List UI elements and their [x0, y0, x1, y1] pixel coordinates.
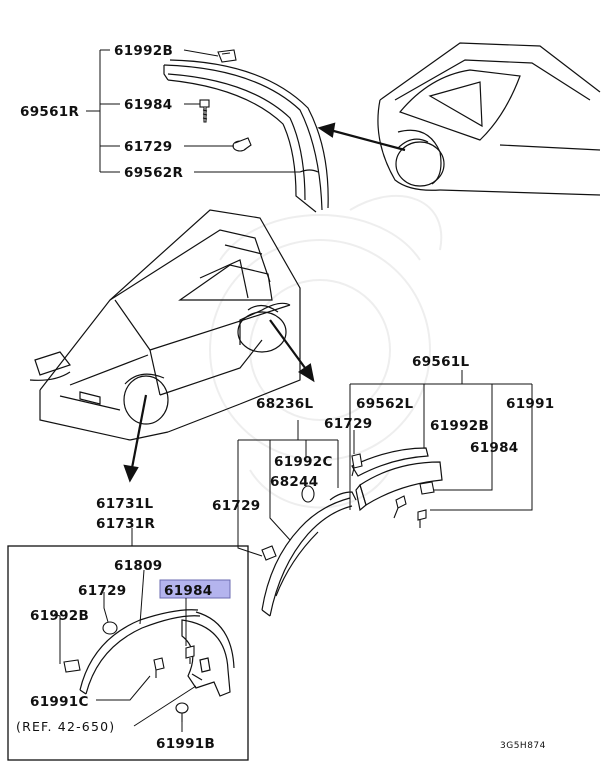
- flare-68236L: [261, 491, 357, 617]
- arrow-car-to-left-flare: [269, 319, 315, 383]
- label-61992B-box: 61992B: [30, 608, 89, 624]
- small-parts-mid: [261, 453, 435, 561]
- label-61984-mid: 61984: [470, 440, 518, 456]
- arrow-car-to-mudguard: [123, 394, 148, 483]
- highlight-61984: [159, 579, 231, 599]
- label-69562R: 69562R: [124, 165, 183, 181]
- label-61992B-mid: 61992B: [430, 418, 489, 434]
- mudguard-assembly: [79, 609, 235, 697]
- rear-vehicle-corner-view: [377, 42, 601, 196]
- diagram-code: 3G5H874: [500, 741, 546, 751]
- detail-box: [7, 545, 249, 761]
- clip-61729-top: [232, 137, 252, 152]
- clip-61992B-top: [217, 49, 237, 63]
- label-69562L: 69562L: [356, 396, 413, 412]
- label-61984-top: 61984: [124, 97, 172, 113]
- label-61729-mid: 61729: [324, 416, 372, 432]
- leader-lines-box: [53, 528, 197, 732]
- small-parts-box: [63, 621, 195, 722]
- flare-69561R: [163, 59, 329, 213]
- arrow-rear-to-flare: [317, 122, 406, 152]
- flare-69562L: [351, 447, 443, 512]
- label-61992B-top: 61992B: [114, 43, 173, 59]
- leader-lines-top: [86, 49, 300, 173]
- label-61729-top: 61729: [124, 139, 172, 155]
- label-61731L: 61731L: [96, 496, 153, 512]
- leader-lines-mid: [237, 370, 533, 557]
- label-68244: 68244: [270, 474, 318, 490]
- label-61731R: 61731R: [96, 516, 155, 532]
- label-61809: 61809: [114, 558, 162, 574]
- label-68236L: 68236L: [256, 396, 313, 412]
- label-61991B: 61991B: [156, 736, 215, 752]
- screw-61984-top: [199, 99, 210, 123]
- label-61991: 61991: [506, 396, 554, 412]
- label-61984-box: 61984: [164, 583, 212, 599]
- label-61729-box: 61729: [78, 583, 126, 599]
- label-61729-mid2: 61729: [212, 498, 260, 514]
- label-69561L: 69561L: [412, 354, 469, 370]
- label-ref-42-650: (REF. 42-650): [16, 719, 115, 734]
- label-69561R: 69561R: [20, 104, 79, 120]
- watermark-emblem: [209, 194, 443, 509]
- label-61991C: 61991C: [30, 694, 89, 710]
- label-61992C-mid: 61992C: [274, 454, 333, 470]
- suv-illustration: [29, 209, 301, 441]
